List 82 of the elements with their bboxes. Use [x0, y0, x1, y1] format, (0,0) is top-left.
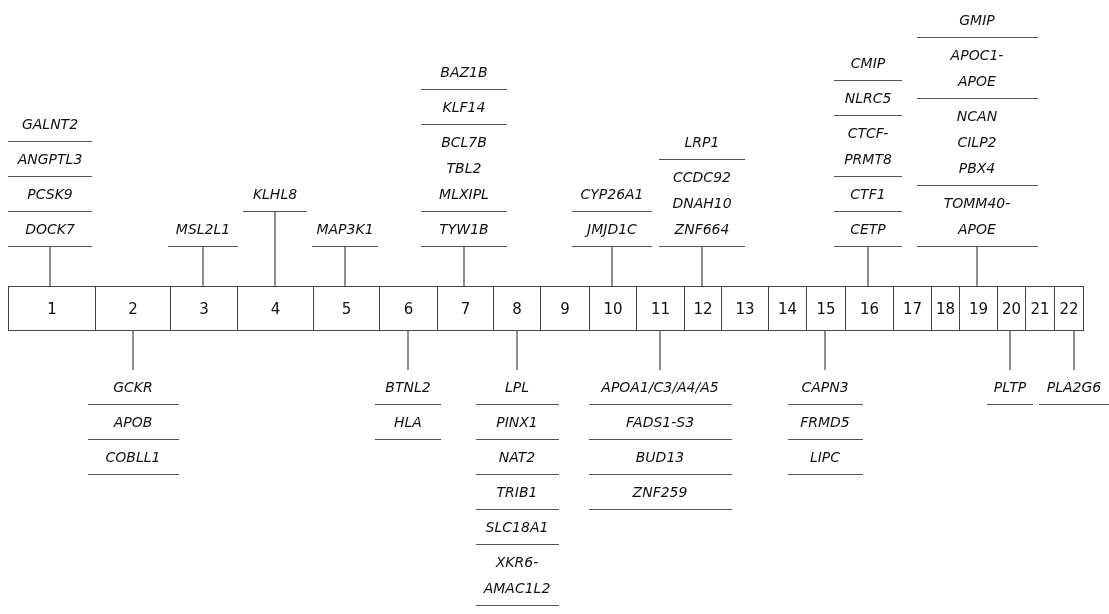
leader-line: [202, 246, 204, 287]
chromosome-segment: 21: [1025, 286, 1055, 331]
leader-line: [274, 211, 276, 287]
gene-label: GCKR: [87, 370, 179, 405]
chromosome-segment: 5: [313, 286, 380, 331]
leader-line: [701, 246, 703, 287]
gene-label: XKR6-AMAC1L2: [475, 545, 559, 606]
chromosome-segment: 13: [721, 286, 769, 331]
gene-label: MAP3K1: [312, 212, 378, 247]
gene-label: FADS1-S3: [588, 405, 732, 440]
gene-label: TOMM40-APOE: [916, 186, 1038, 247]
chromosome-segment: 11: [636, 286, 685, 331]
gene-label: NLRC5: [834, 81, 902, 116]
gene-label: PLTP: [987, 370, 1033, 405]
gene-label: CMIP: [834, 46, 902, 81]
leader-line: [611, 246, 613, 287]
gene-label: KLF14: [421, 90, 507, 125]
gene-label: LIPC: [787, 440, 863, 475]
gene-label: JMJD1C: [572, 212, 652, 247]
chromosome-segment: 2: [95, 286, 171, 331]
chromosome-segment: 19: [959, 286, 998, 331]
leader-line: [824, 330, 826, 371]
gene-label: DOCK7: [8, 212, 92, 247]
chromosome-segment: 6: [379, 286, 438, 331]
chromosome-segment: 9: [540, 286, 590, 331]
gene-label: GALNT2: [8, 107, 92, 142]
chromosome-segment: 8: [493, 286, 541, 331]
chromosome-segment: 3: [170, 286, 238, 331]
leader-line: [1009, 330, 1011, 371]
chromosome-segment: 4: [237, 286, 314, 331]
gene-label: BTNL2: [375, 370, 441, 405]
gene-label: NAT2: [475, 440, 559, 475]
chromosome-segment: 14: [768, 286, 807, 331]
leader-line: [659, 330, 661, 371]
gene-label: CAPN3: [787, 370, 863, 405]
leader-line: [976, 246, 978, 287]
gene-label: ANGPTL3: [8, 142, 92, 177]
chromosome-segment: 16: [845, 286, 894, 331]
chromosome-segment: 1: [8, 286, 96, 331]
gene-label: GMIP: [916, 3, 1038, 38]
chromosome-segment: 17: [893, 286, 932, 331]
gene-label: LPL: [475, 370, 559, 405]
leader-line: [867, 246, 869, 287]
gene-label: APOC1-APOE: [916, 38, 1038, 99]
gene-label: COBLL1: [87, 440, 179, 475]
leader-line: [132, 330, 134, 371]
chromosome-segment: 7: [437, 286, 494, 331]
gene-label: PINX1: [475, 405, 559, 440]
gene-label: FRMD5: [787, 405, 863, 440]
gene-label: NCAN CILP2 PBX4: [916, 99, 1038, 186]
gene-label: CETP: [834, 212, 902, 247]
leader-line: [407, 330, 409, 371]
chromosome-segment: 20: [997, 286, 1026, 331]
gene-label: MSL2L1: [168, 212, 238, 247]
gene-label: ZNF259: [588, 475, 732, 510]
leader-line: [463, 246, 465, 287]
leader-line: [1073, 330, 1075, 371]
gene-label: TRIB1: [475, 475, 559, 510]
gene-label: PLA2G6: [1039, 370, 1109, 405]
leader-line: [344, 246, 346, 287]
chromosome-segment: 15: [806, 286, 846, 331]
gene-label: CYP26A1: [572, 177, 652, 212]
chromosome-segment: 18: [931, 286, 960, 331]
chromosome-segment: 22: [1054, 286, 1084, 331]
gene-label: APOA1/C3/A4/A5: [588, 370, 732, 405]
gene-label: LRP1: [659, 125, 745, 160]
gene-label: KLHL8: [243, 177, 307, 212]
gene-label: BUD13: [588, 440, 732, 475]
gene-label: PCSK9: [8, 177, 92, 212]
gene-label: CCDC92 DNAH10 ZNF664: [659, 160, 745, 247]
gene-label: BAZ1B: [421, 55, 507, 90]
gene-label: HLA: [375, 405, 441, 440]
gene-label: APOB: [87, 405, 179, 440]
gene-label: CTF1: [834, 177, 902, 212]
leader-line: [49, 246, 51, 287]
gene-label: CTCF-PRMT8: [834, 116, 902, 177]
gene-label: TYW1B: [421, 212, 507, 247]
chromosome-segment: 12: [684, 286, 722, 331]
gene-label: SLC18A1: [475, 510, 559, 545]
chromosome-segment: 10: [589, 286, 637, 331]
gene-label: BCL7B TBL2 MLXIPL: [421, 125, 507, 212]
leader-line: [516, 330, 518, 371]
